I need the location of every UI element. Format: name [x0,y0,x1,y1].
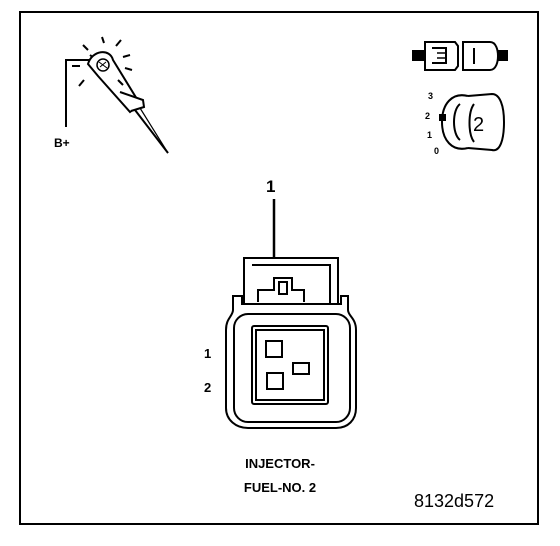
ignition-position-3: 3 [428,91,434,101]
terminal-cavity-2 [266,372,284,390]
pin-label-2: 2 [204,380,212,395]
b-plus-label: B+ [54,136,70,150]
pin-label-1: 1 [204,346,212,361]
connector-disconnect-icon [412,41,508,71]
ignition-position-2: 2 [425,111,431,121]
diagram-frame [19,11,539,525]
caption-line-1: INJECTOR- [245,456,315,471]
ignition-position-0: 0 [434,146,440,156]
figure-id: 8132d572 [414,491,495,511]
callout-number: 1 [266,177,276,196]
ignition-switch-icon [439,92,506,152]
connector-face [225,257,357,429]
keyway-slot [292,362,310,375]
test-light-icon [65,36,169,154]
caption-line-2: FUEL-NO. 2 [243,480,317,495]
ignition-key-number: 2 [473,114,485,136]
terminal-cavity-1 [265,340,283,358]
ignition-position-1: 1 [427,130,433,140]
